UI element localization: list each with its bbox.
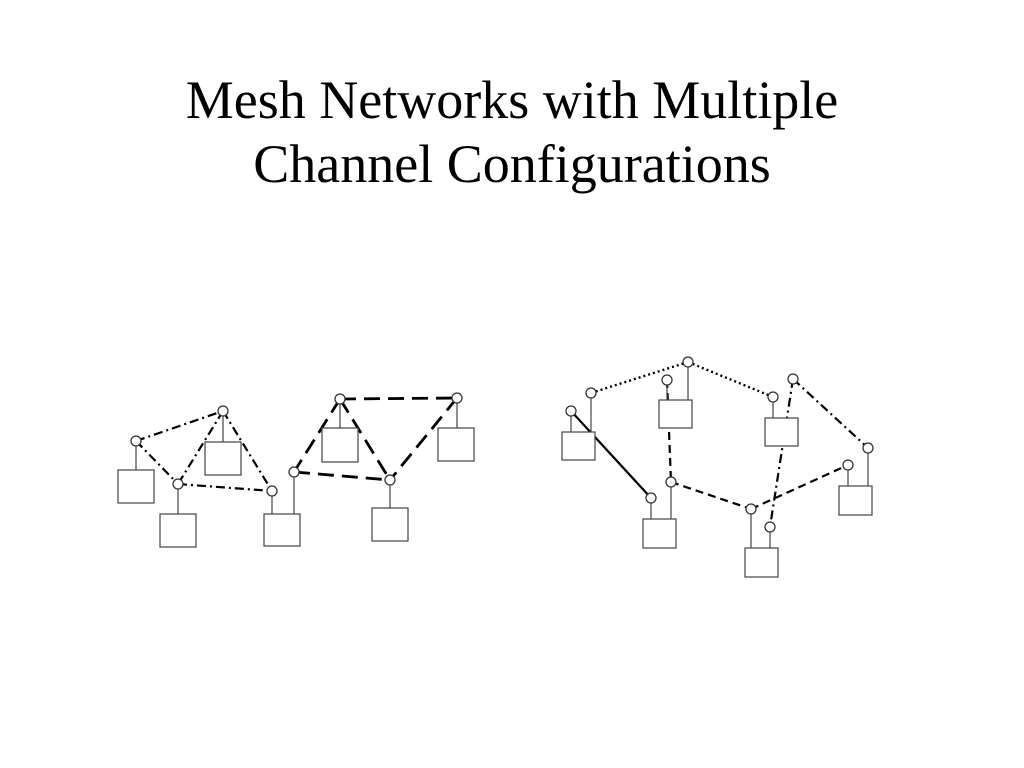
slide-title: Mesh Networks with Multiple Channel Conf… [0, 68, 1024, 196]
node-circle [266, 485, 278, 497]
link [687, 360, 774, 399]
link [665, 379, 673, 483]
device-box [561, 431, 596, 461]
link [670, 480, 752, 511]
title-line-2: Channel Configurations [253, 134, 771, 194]
link [222, 410, 273, 492]
link [135, 409, 224, 443]
device-box [642, 518, 677, 549]
link [339, 396, 458, 401]
link [292, 398, 342, 473]
link [768, 378, 795, 528]
node-circle [585, 387, 597, 399]
link [570, 410, 652, 499]
left-channel-dash-dot-links [135, 409, 273, 493]
left-nodes [130, 392, 463, 497]
device-box [838, 485, 873, 516]
link [388, 397, 459, 481]
left-antenna-stems [135, 403, 458, 514]
right-nodes [565, 356, 874, 533]
device-box [117, 469, 155, 504]
device-box [437, 427, 475, 462]
link [338, 398, 392, 481]
node-circle [745, 503, 757, 515]
node-circle [767, 391, 779, 403]
left-channel-dashed-links [292, 396, 459, 482]
right-channel-solid-links [570, 410, 652, 499]
node-circle [842, 459, 854, 471]
node-circle [451, 392, 463, 404]
node-circle [288, 466, 300, 478]
device-box [744, 547, 779, 578]
device-box [263, 513, 301, 547]
node-circle [172, 478, 184, 490]
right-antenna-stems [570, 367, 869, 548]
right-channel-dotted-links [590, 360, 774, 399]
node-circle [665, 476, 677, 488]
left-devices [117, 427, 475, 548]
node-circle [130, 435, 142, 447]
left-mesh-network [117, 392, 475, 548]
node-circle [787, 373, 799, 385]
device-box [321, 427, 359, 463]
device-box [658, 399, 693, 429]
right-mesh-network [561, 356, 874, 578]
link [177, 410, 224, 485]
link [177, 482, 273, 493]
link [792, 378, 869, 449]
link [750, 463, 849, 511]
device-box [371, 507, 409, 542]
node-circle [682, 356, 694, 368]
node-circle [862, 442, 874, 454]
link [590, 360, 689, 395]
right-channel-dash-dot-links [768, 378, 869, 528]
device-box [159, 513, 197, 548]
node-circle [661, 374, 673, 386]
right-channel-dashed-links [665, 379, 849, 511]
node-circle [384, 474, 396, 486]
right-devices [561, 399, 873, 578]
node-circle [764, 521, 776, 533]
node-circle [217, 405, 229, 417]
node-circle [565, 405, 577, 417]
link [293, 470, 391, 482]
device-box [764, 417, 799, 447]
device-box [204, 441, 242, 476]
title-line-1: Mesh Networks with Multiple [185, 70, 839, 130]
node-circle [334, 393, 346, 405]
node-circle [645, 492, 657, 504]
